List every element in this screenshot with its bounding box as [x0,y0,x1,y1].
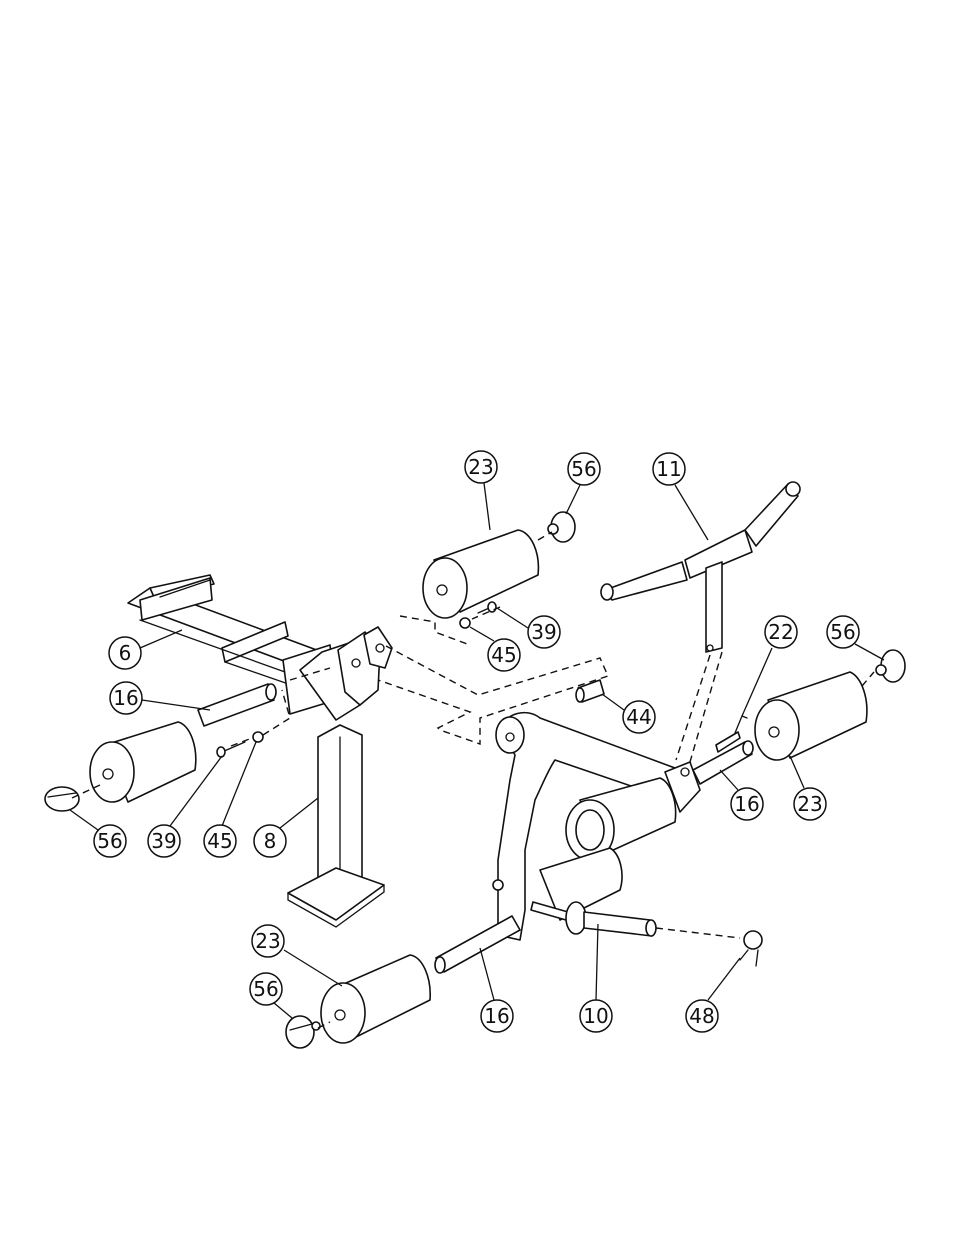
callout-8: 8 [253,797,319,858]
callout-label: 45 [207,829,232,853]
callout-label: 16 [734,792,759,816]
callout-label: 23 [255,929,280,953]
roller-23-top [422,529,540,619]
roller-23-arm-upper [565,777,677,861]
callout-label: 56 [253,977,278,1001]
callout-16-left: 16 [109,681,211,715]
callout-label: 39 [151,829,176,853]
frame-part-6 [127,574,337,715]
callout-label: 23 [797,792,822,816]
cap-56-top [547,511,576,543]
callout-label: 45 [491,643,516,667]
callout-23-right: 23 [789,755,827,821]
callout-39-mid: 39 [496,607,561,649]
bolt-39-mid [477,601,497,614]
callout-56-right: 56 [826,615,885,661]
callout-48: 48 [685,957,741,1033]
callout-56-top: 56 [565,452,601,515]
callout-label: 22 [768,620,793,644]
callout-45-left: 45 [203,741,257,858]
callout-label: 48 [689,1004,714,1028]
cap-56-left [44,786,80,812]
upright-part-8 [287,626,393,928]
roller-23-right [754,671,868,761]
callout-label: 10 [583,1004,608,1028]
tube-16-bottom [434,915,521,974]
washer-45-mid [459,617,471,629]
callout-label: 16 [484,1004,509,1028]
callout-16-right: 16 [719,769,764,821]
callout-label: 16 [113,686,138,710]
callout-44: 44 [601,693,656,734]
roller-23-bottom [320,954,431,1044]
spring-collar-48 [739,930,763,967]
cap-56-bottom [285,1015,321,1049]
callout-label: 56 [571,457,596,481]
post-part-10 [492,879,657,937]
handle-part-11 [600,481,801,653]
callout-56-bottom: 56 [249,972,293,1019]
callout-label: 56 [97,829,122,853]
roller-23-arm-lower [539,847,623,921]
leg-developer-arm [495,711,701,941]
cap-56-right [875,649,906,683]
callout-23-bottom: 23 [251,924,343,987]
callout-16-bottom: 16 [479,947,514,1033]
tube-16-right [692,740,754,785]
callout-22: 22 [741,615,798,717]
tube-16-left [197,683,277,727]
roller-23-left [89,721,197,803]
callout-label: 6 [119,641,132,665]
callout-45-mid: 45 [469,626,521,672]
callout-39-left: 39 [147,755,223,858]
callout-label: 44 [626,705,651,729]
callout-label: 11 [656,457,681,481]
callout-label: 39 [531,620,556,644]
callout-10: 10 [579,923,613,1033]
washer-45-left [252,731,264,743]
callout-56-left: 56 [69,809,127,858]
callout-label: 23 [468,455,493,479]
bolt-39-left [216,741,246,758]
callout-label: 8 [264,829,277,853]
assembly-guide-lines [71,531,875,1029]
callout-11: 11 [652,452,709,541]
callout-label: 56 [830,620,855,644]
callout-6: 6 [108,629,183,670]
callout-23-top: 23 [464,450,498,531]
bushing-44 [575,679,605,703]
